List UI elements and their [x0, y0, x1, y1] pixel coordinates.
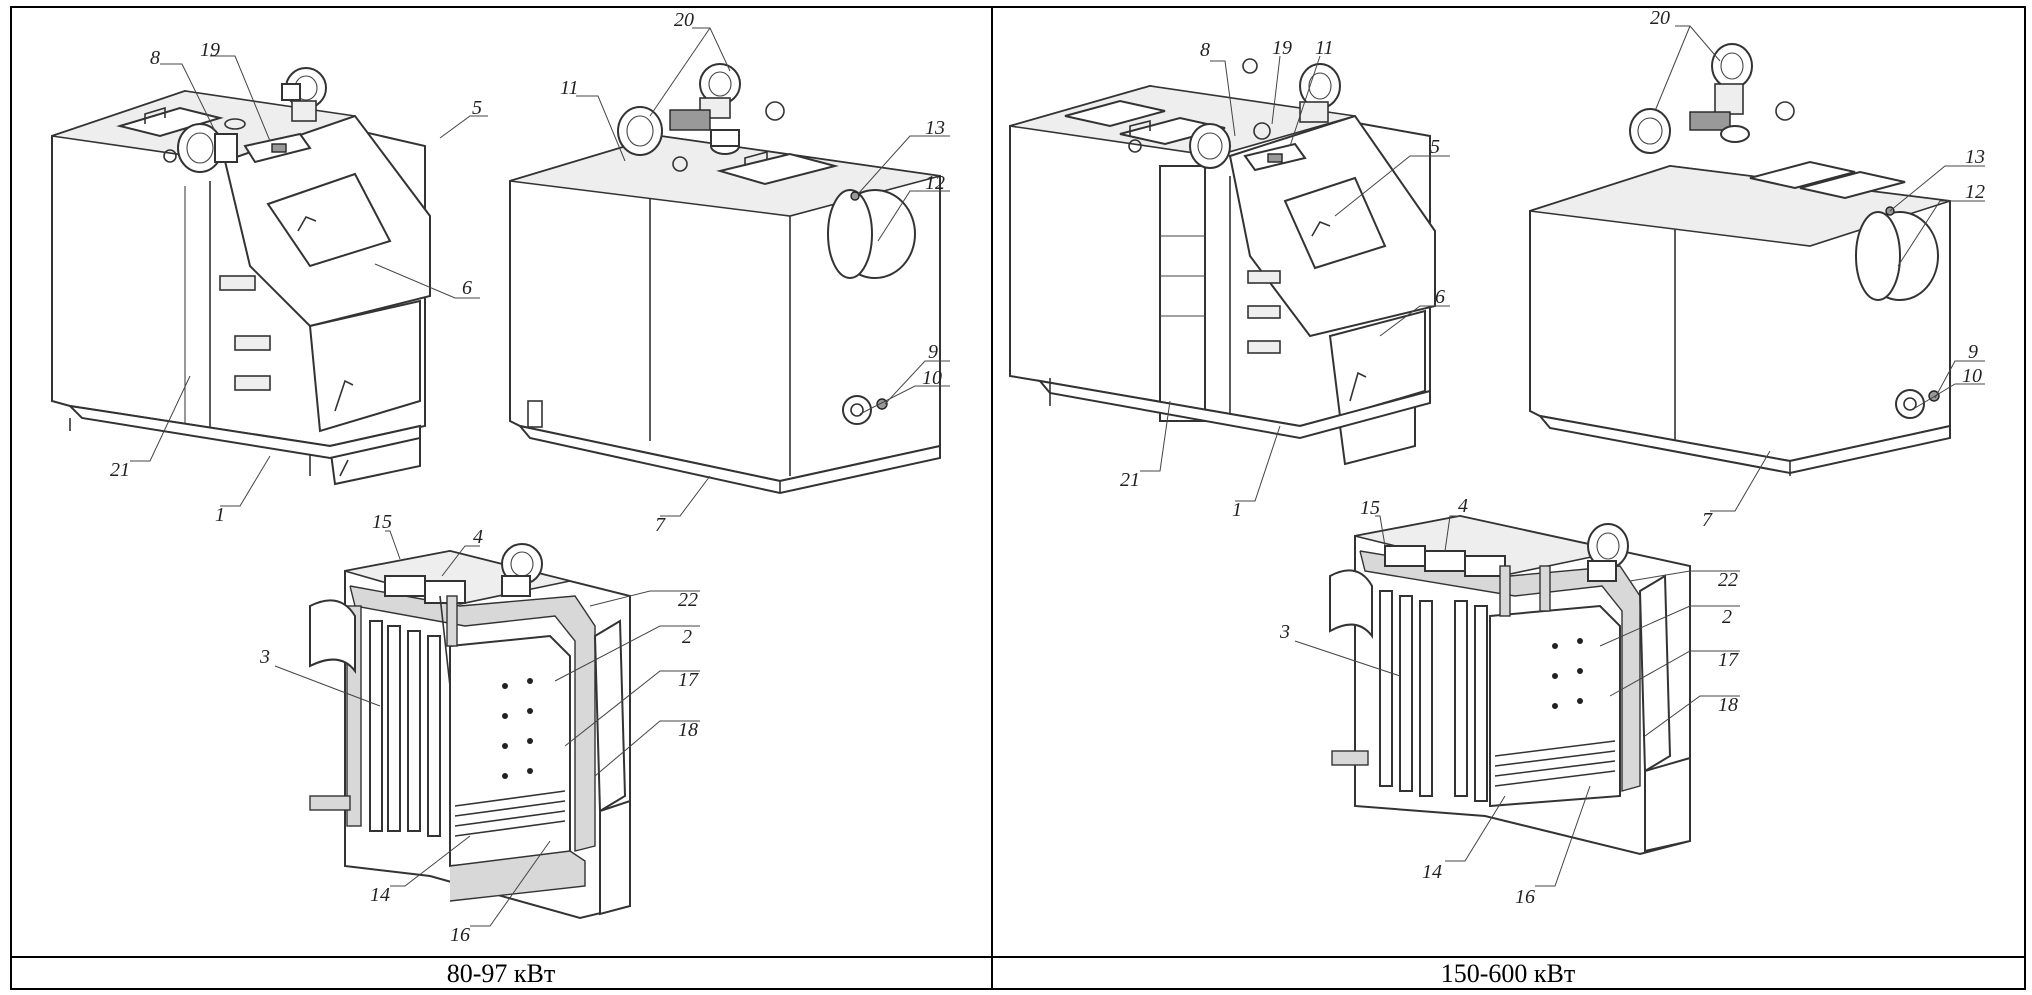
label-8-left: 8: [150, 47, 160, 69]
left-leader-lines: [130, 27, 950, 927]
label-22-right: 22: [1718, 569, 1738, 591]
label-14-left: 14: [370, 884, 390, 906]
label-21-left: 21: [110, 459, 130, 481]
label-10-right: 10: [1962, 365, 1982, 387]
boiler-diagram: 80-97 кВт 150-600 кВт: [10, 6, 2026, 990]
label-19-right: 19: [1272, 37, 1292, 59]
label-16-right: 16: [1515, 886, 1535, 908]
label-18-right: 18: [1718, 694, 1738, 716]
label-12-right: 12: [1965, 181, 1985, 203]
label-18-left: 18: [678, 719, 698, 741]
right-front-boiler: [1009, 58, 1436, 466]
label-22-left: 22: [678, 589, 698, 611]
label-3-right: 3: [1279, 621, 1290, 643]
right-leader-lines: [1140, 25, 1985, 887]
label-2-right: 2: [1722, 606, 1732, 628]
label-17-right: 17: [1718, 649, 1739, 671]
table-frame: [10, 6, 2026, 990]
label-4-right: 4: [1458, 495, 1468, 517]
label-20-left: 20: [674, 9, 694, 31]
boiler-diagram-sheet: 80-97 кВт 150-600 кВт: [10, 6, 2032, 995]
label-9-left: 9: [928, 341, 938, 363]
caption-left: 80-97 кВт: [447, 959, 556, 988]
label-7-right: 7: [1702, 509, 1713, 531]
label-11-left: 11: [560, 77, 579, 99]
label-17-left: 17: [678, 669, 699, 691]
caption-right: 150-600 кВт: [1441, 959, 1576, 988]
label-21-right: 21: [1120, 469, 1140, 491]
left-cutaway-boiler: [309, 543, 631, 920]
label-4-left: 4: [473, 526, 483, 548]
right-cutaway-boiler: [1329, 514, 1691, 856]
label-15-right: 15: [1360, 497, 1380, 519]
label-3-left: 3: [259, 646, 270, 668]
label-10-left: 10: [922, 367, 942, 389]
label-19-left: 19: [200, 39, 220, 61]
label-6-right: 6: [1435, 286, 1445, 308]
label-1-right: 1: [1232, 499, 1242, 521]
label-7-left: 7: [655, 514, 666, 536]
label-9-right: 9: [1968, 341, 1978, 363]
label-6-left: 6: [462, 277, 472, 299]
label-8-right: 8: [1200, 39, 1210, 61]
label-11-right: 11: [1315, 37, 1334, 59]
label-14-right: 14: [1422, 861, 1442, 883]
label-13-left: 13: [925, 117, 945, 139]
label-5-right: 5: [1430, 136, 1440, 158]
left-rear-boiler: [509, 63, 941, 495]
label-12-left: 12: [925, 172, 945, 194]
label-5-left: 5: [472, 97, 482, 119]
label-2-left: 2: [682, 626, 692, 648]
label-1-left: 1: [215, 504, 225, 526]
right-panel: 8 19 11 20 5 6 13 12 9 10 21 1 7 15 4 3 …: [1009, 7, 1985, 908]
label-20-right: 20: [1650, 7, 1670, 29]
left-front-boiler: [51, 67, 431, 486]
right-rear-boiler: [1529, 43, 1951, 476]
label-13-right: 13: [1965, 146, 1985, 168]
label-16-left: 16: [450, 924, 470, 946]
label-15-left: 15: [372, 511, 392, 533]
left-panel: 8 19 20 5 6 11 13 12 9 10 21 1 7 15 4 3 …: [51, 9, 950, 946]
